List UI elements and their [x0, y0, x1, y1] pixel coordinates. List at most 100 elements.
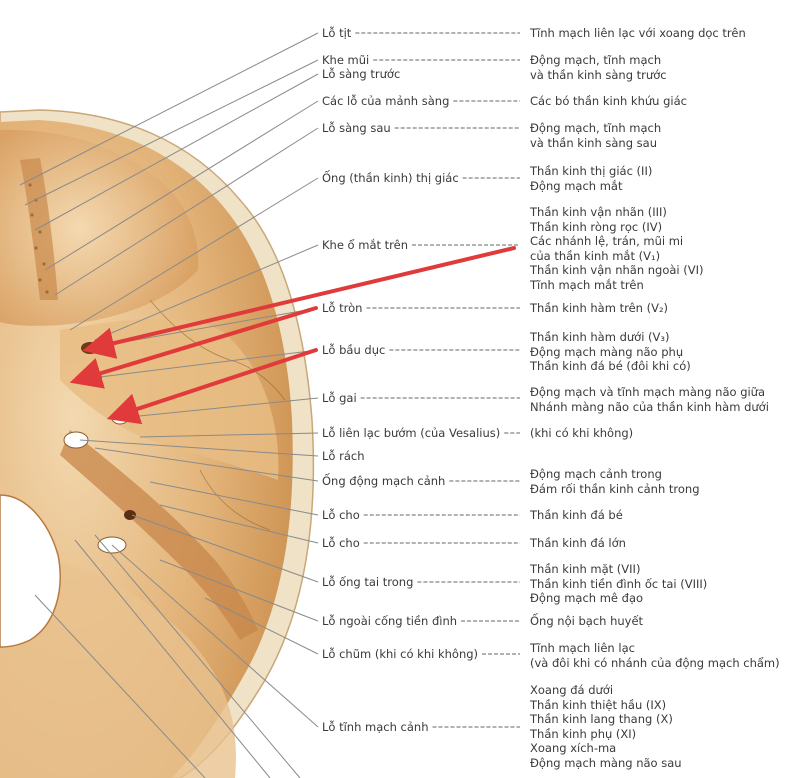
leader-line	[34, 594, 206, 778]
contents-line: Thần kinh vận nhãn (III)	[530, 205, 667, 219]
contents-line: Các bó thần kinh khứu giác	[530, 94, 687, 108]
foramen-contents: Thần kinh hàm dưới (V₃)Động mạch màng nã…	[530, 330, 691, 374]
foramen-label: Lỗ liên lạc bướm (của Vesalius)	[322, 426, 501, 440]
foramen-rotundum-arrow	[69, 306, 318, 389]
contents-line: Động mạch màng não phụ	[530, 344, 684, 359]
contents-line: Đám rối thần kinh cảnh trong	[530, 481, 700, 496]
contents-line: Động mạch và tĩnh mạch màng não giữa	[530, 385, 766, 399]
foramen-label: Khe ổ mắt trên	[322, 238, 409, 252]
foramen-label: Các lỗ của mảnh sàng	[322, 94, 450, 108]
foramen-label: Lỗ chũm (khi có khi không)	[322, 647, 479, 661]
contents-line: Thần kinh hàm trên (V₂)	[530, 301, 669, 315]
cribriform-plate	[20, 158, 58, 300]
foramen-label: Lỗ gai	[322, 391, 357, 405]
contents-line: Thần kinh đá lớn	[530, 536, 626, 550]
foramen-label: Lỗ ngoài cống tiền đình	[322, 614, 458, 628]
foramen-ovale-arrow	[106, 348, 318, 425]
leader-line	[131, 514, 319, 583]
foramen-contents: Thần kinh thị giác (II)Động mạch mắt	[530, 164, 652, 193]
contents-line: Thần kinh vận nhãn ngoài (VI)	[530, 263, 704, 277]
leader-line	[204, 597, 319, 655]
contents-line: (và đôi khi có nhánh của động mạch chẩm)	[530, 655, 780, 670]
foramen-label: Lỗ bầu dục	[322, 343, 386, 357]
foramen-label: Lỗ sàng sau	[322, 121, 391, 135]
foramen-label: Lỗ cho	[322, 508, 360, 522]
leader-line	[159, 559, 319, 622]
leader-line	[79, 439, 319, 457]
leader-line	[69, 177, 319, 331]
foramen-label: Lỗ ống tai trong	[322, 575, 414, 589]
contents-line: Xoang đá dưới	[530, 683, 614, 697]
contents-line: Động mạch mắt	[530, 178, 623, 193]
contents-line: Xoang xích-ma	[530, 741, 617, 755]
foramen-contents: Thần kinh đá bé	[530, 508, 623, 523]
foramen-label: Khe mũi	[322, 53, 370, 67]
contents-line: Thần kinh ròng rọc (IV)	[530, 219, 663, 234]
contents-line: Ống nội bạch huyết	[530, 614, 644, 628]
foramen-label: Ống động mạch cảnh	[322, 474, 446, 488]
contents-line: Nhánh màng não của thần kinh hàm dưới	[530, 399, 769, 414]
leader-line	[159, 504, 319, 544]
foramen-magnum	[0, 494, 61, 648]
contents-line: Thần kinh tiền đình ốc tai (VIII)	[530, 576, 708, 591]
contents-line: Động mạch mê đạo	[530, 591, 644, 605]
foramen-contents: Tĩnh mạch liên lạc với xoang dọc trên	[530, 26, 746, 41]
leader-line	[119, 397, 319, 419]
contents-line: Tĩnh mạch liên lạc	[530, 641, 635, 655]
foramen-lacerum	[63, 431, 89, 449]
superior-orbital-fissure-arrow	[82, 246, 516, 359]
contents-line: và thần kinh sàng sau	[530, 135, 657, 150]
leader-line	[94, 534, 301, 778]
posterior-cranial-fossa	[0, 560, 236, 778]
suture-line	[199, 469, 271, 531]
foramen-contents: Các bó thần kinh khứu giác	[530, 94, 687, 109]
foramen-label: Lỗ tĩnh mạch cảnh	[322, 720, 429, 734]
contents-line: Thần kinh thị giác (II)	[530, 164, 653, 178]
contents-line: Thần kinh đá bé (đôi khi có)	[530, 359, 691, 373]
leader-line	[111, 544, 319, 728]
contents-line: Các nhánh lệ, trán, mũi mi	[530, 234, 684, 248]
leader-line	[54, 127, 319, 296]
contents-line: Thần kinh đá bé	[530, 508, 623, 522]
contents-line: Động mạch màng não sau	[530, 755, 682, 770]
foramen-contents: Thần kinh đá lớn	[530, 536, 626, 551]
foramen-contents: Tĩnh mạch liên lạc(và đôi khi có nhánh c…	[530, 641, 780, 670]
foramen-label: Lỗ tròn	[322, 301, 363, 315]
contents-line: của thần kinh mắt (V₁)	[530, 248, 661, 263]
foramen-label: Ống (thần kinh) thị giác	[322, 171, 459, 185]
leader-line	[44, 100, 319, 271]
contents-line: Động mạch cảnh trong	[530, 467, 662, 481]
contents-line: (khi có khi không)	[530, 426, 634, 440]
foramen-contents: Thần kinh vận nhãn (III)Thần kinh ròng r…	[530, 205, 704, 292]
contents-line: Thần kinh phụ (XI)	[530, 726, 637, 741]
contents-line: Tĩnh mạch mắt trên	[530, 277, 644, 292]
contents-line: Thần kinh hàm dưới (V₃)	[530, 330, 670, 344]
contents-line: và thần kinh sàng trước	[530, 67, 667, 82]
leader-line	[94, 447, 319, 482]
contents-line: Thần kinh thiệt hầu (IX)	[530, 697, 667, 712]
foramen-contents: Ống nội bạch huyết	[530, 614, 643, 629]
leader-line	[91, 349, 319, 379]
petrous-ridge	[60, 430, 258, 640]
contents-line: Thần kinh lang thang (X)	[530, 712, 673, 726]
leader-line	[34, 73, 319, 231]
contents-line: Động mạch, tĩnh mạch	[530, 53, 662, 67]
foramen-label: Lỗ sàng trước	[322, 67, 401, 81]
contents-line: Thần kinh mặt (VII)	[530, 562, 641, 576]
foramen-contents: Thần kinh mặt (VII)Thần kinh tiền đình ố…	[530, 562, 707, 606]
contents-line: Động mạch, tĩnh mạch	[530, 121, 662, 135]
internal-acoustic-meatus	[124, 510, 136, 520]
contents-line: Tĩnh mạch liên lạc với xoang dọc trên	[530, 26, 746, 40]
foramen-label: Lỗ cho	[322, 536, 360, 550]
foramen-contents: Thần kinh hàm trên (V₂)	[530, 301, 668, 316]
leader-line	[94, 244, 319, 341]
leader-line	[139, 432, 319, 438]
foramen-contents: (khi có khi không)	[530, 426, 633, 441]
